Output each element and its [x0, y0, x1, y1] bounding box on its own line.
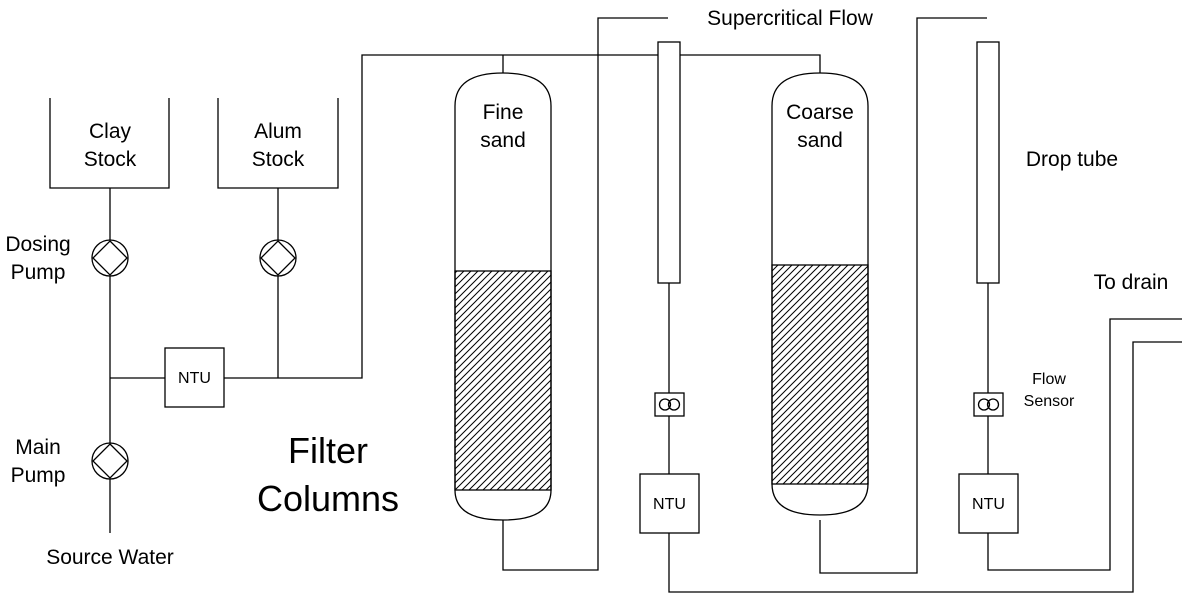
ntu-meter-inlet: NTU [164, 347, 225, 408]
flow-sensor-1-icon [654, 392, 685, 417]
drop-tube-2 [976, 41, 1000, 284]
dosing-pump-clay-icon [91, 239, 129, 277]
ntu-meter-coarse: NTU [958, 473, 1019, 534]
alum-stock-tank: Alum Stock [217, 98, 339, 189]
ntu-fine-label: NTU [653, 496, 686, 513]
filter-columns-title-line2: Columns [257, 478, 399, 519]
flow-sensor-label-line2: Sensor [1024, 393, 1075, 410]
ntu-meter-fine: NTU [639, 473, 700, 534]
coarse-sand-label-line1: Coarse [786, 101, 854, 124]
coarse-sand-column: Coarse sand [771, 72, 869, 516]
fine-column-outlet-pipe [502, 17, 668, 571]
clay-stock-label-line1: Clay [89, 120, 132, 143]
fine-sand-column: Fine sand [454, 72, 552, 521]
dosing-pump-alum-icon [259, 239, 297, 277]
ntu-coarse-label: NTU [972, 496, 1005, 513]
coarse-column-outlet-pipe [819, 17, 987, 574]
piping [109, 17, 1182, 593]
alum-stock-label-line1: Alum [254, 120, 302, 143]
flow-sensor-label-line1: Flow [1032, 371, 1066, 388]
drain-pipe-2 [987, 318, 1182, 571]
header-pipe [224, 54, 821, 379]
coarse-sand-media [771, 264, 869, 485]
fine-sand-label-line2: sand [480, 129, 526, 152]
fine-sand-label-line1: Fine [483, 101, 524, 124]
clay-stock-label-line2: Stock [84, 148, 137, 171]
main-pump-icon [91, 442, 129, 480]
dosing-pump-label-line2: Pump [11, 261, 66, 284]
drop-tube-1 [657, 41, 681, 284]
coarse-sand-label-line2: sand [797, 129, 843, 152]
main-pump-label-line1: Main [15, 436, 61, 459]
to-drain-label: To drain [1094, 271, 1169, 294]
dosing-pump-label-line1: Dosing [5, 233, 70, 256]
filter-columns-title-line1: Filter [288, 430, 368, 471]
flow-sensor-2-icon [973, 392, 1004, 417]
alum-stock-label-line2: Stock [252, 148, 305, 171]
clay-stock-tank: Clay Stock [49, 98, 170, 189]
ntu-inlet-label: NTU [178, 370, 211, 387]
source-water-label: Source Water [46, 546, 174, 569]
drain-pipe-1 [668, 341, 1182, 593]
drop-tube-label: Drop tube [1026, 148, 1118, 171]
main-pump-label-line2: Pump [11, 464, 66, 487]
supercritical-flow-label: Supercritical Flow [707, 7, 874, 30]
fine-sand-media [454, 270, 552, 491]
